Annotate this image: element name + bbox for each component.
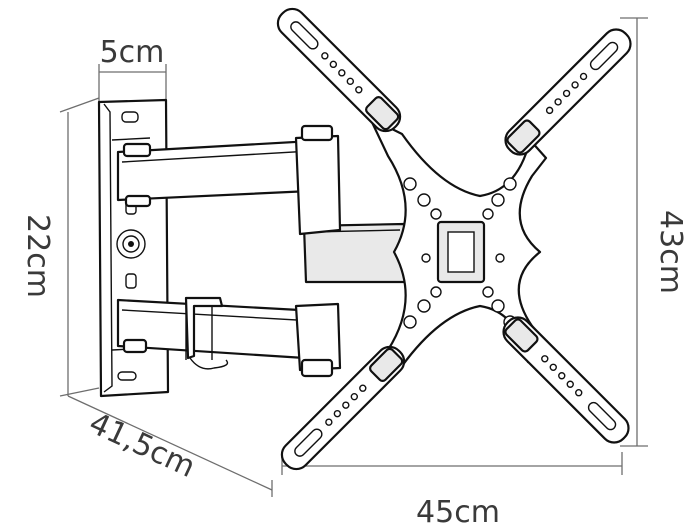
dimension-22cm: 22cm: [20, 97, 100, 397]
dimension-label-22cm: 22cm: [20, 214, 55, 298]
bracket-arm-top-left: [276, 7, 402, 133]
vesa-plate: [368, 116, 548, 376]
bracket-arm-top-right: [504, 28, 632, 156]
dimension-label-41-5cm: 41,5cm: [84, 406, 201, 485]
dimension-41-5cm: 41,5cm: [67, 395, 273, 497]
bracket-arm-bottom-right: [502, 316, 630, 444]
upper-arm: [116, 124, 342, 236]
dimension-label-43cm: 43cm: [653, 210, 688, 294]
dimension-label-45cm: 45cm: [416, 495, 500, 525]
dimension-45cm: 45cm: [281, 452, 623, 525]
bracket-arm-bottom-left: [280, 345, 406, 471]
dimension-label-5cm: 5cm: [100, 35, 165, 70]
dimension-5cm: 5cm: [98, 35, 167, 102]
lower-arm: [116, 296, 342, 378]
dimension-43cm: 43cm: [620, 17, 688, 447]
